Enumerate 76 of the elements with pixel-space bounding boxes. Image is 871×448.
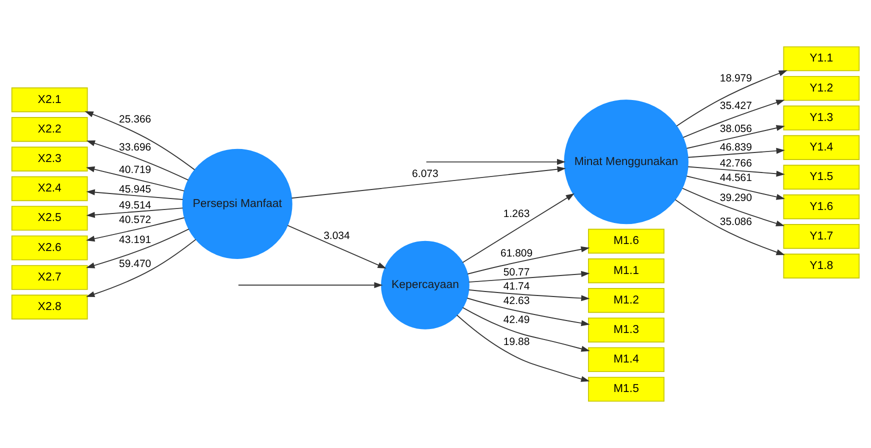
edge-label: 59.470 xyxy=(119,258,152,270)
node-box: Y1.3 xyxy=(783,106,860,130)
node-box: X2.5 xyxy=(11,206,88,231)
node-box: M1.4 xyxy=(588,347,664,372)
edge-label: 43.191 xyxy=(119,234,152,246)
node-box: Y1.8 xyxy=(783,254,860,278)
node-box: M1.3 xyxy=(588,318,664,342)
node-box: M1.2 xyxy=(588,288,664,313)
node-box: M1.6 xyxy=(588,228,664,254)
edge-label: 39.290 xyxy=(720,192,752,204)
arrow xyxy=(686,176,785,200)
edge-label: 49.514 xyxy=(119,200,152,212)
node-circle: Kepercayaan xyxy=(381,240,470,330)
arrow xyxy=(682,188,785,226)
node-box: X2.7 xyxy=(11,265,88,290)
arrow xyxy=(686,125,785,149)
edge-label: 38.056 xyxy=(720,123,752,136)
node-box: Y1.6 xyxy=(783,194,860,220)
edge-label: 40.572 xyxy=(119,214,152,226)
node-box: M1.5 xyxy=(588,376,664,402)
edge-label: 40.719 xyxy=(119,164,152,176)
edge-label: 3.034 xyxy=(324,230,350,242)
arrow xyxy=(426,158,566,165)
arrow xyxy=(86,208,184,218)
arrow xyxy=(688,148,785,158)
node-box: X2.2 xyxy=(11,117,88,142)
arrow xyxy=(688,166,785,177)
arrow xyxy=(84,111,195,170)
arrow xyxy=(86,217,185,242)
arrow xyxy=(86,189,184,200)
arrow xyxy=(291,166,566,199)
arrow xyxy=(674,199,785,256)
arrow xyxy=(287,225,386,269)
edge-label: 35.427 xyxy=(720,100,752,112)
edge-label: 33.696 xyxy=(119,141,152,154)
edge-label: 41.74 xyxy=(503,280,530,293)
edge-label: 35.086 xyxy=(720,216,752,228)
node-box: Y1.2 xyxy=(783,76,860,101)
arrow xyxy=(86,166,185,192)
arrow xyxy=(86,228,190,268)
arrow xyxy=(86,239,196,298)
node-box: X2.4 xyxy=(11,176,88,202)
edge-label: 42.766 xyxy=(720,158,752,170)
edge-label: 50.77 xyxy=(503,266,530,278)
edge-label: 42.63 xyxy=(503,295,530,308)
arrow xyxy=(456,314,590,382)
node-box: Y1.5 xyxy=(783,164,860,190)
edge-label: 46.839 xyxy=(720,141,752,154)
edge-label: 25.366 xyxy=(119,114,152,126)
arrow xyxy=(86,140,189,181)
node-box: X2.8 xyxy=(11,294,88,320)
node-box: X2.3 xyxy=(11,146,88,172)
edge-label: 6.073 xyxy=(412,168,438,180)
node-box: M1.1 xyxy=(588,258,664,284)
node-box: Y1.1 xyxy=(783,46,860,72)
arrow xyxy=(467,246,590,274)
arrow xyxy=(682,100,785,138)
arrow xyxy=(462,193,574,263)
node-circle: Persepsi Manfaat xyxy=(182,148,292,259)
arrow xyxy=(462,307,590,352)
edge-label: 1.263 xyxy=(503,208,530,220)
arrow xyxy=(238,282,383,288)
edge-label: 45.945 xyxy=(119,183,152,196)
edge-label: 42.49 xyxy=(503,314,530,326)
arrow xyxy=(468,289,590,302)
node-box: Y1.4 xyxy=(783,135,860,160)
edge-label: 44.561 xyxy=(720,172,752,184)
node-box: X2.1 xyxy=(11,87,88,112)
edge-label: 61.809 xyxy=(500,247,533,260)
edge-label: 19.88 xyxy=(503,336,530,348)
node-box: Y1.7 xyxy=(783,224,860,249)
arrow xyxy=(466,298,590,326)
node-box: X2.6 xyxy=(11,235,88,260)
arrow xyxy=(468,270,590,283)
edge-label: 18.979 xyxy=(720,72,752,84)
arrow xyxy=(676,70,788,126)
